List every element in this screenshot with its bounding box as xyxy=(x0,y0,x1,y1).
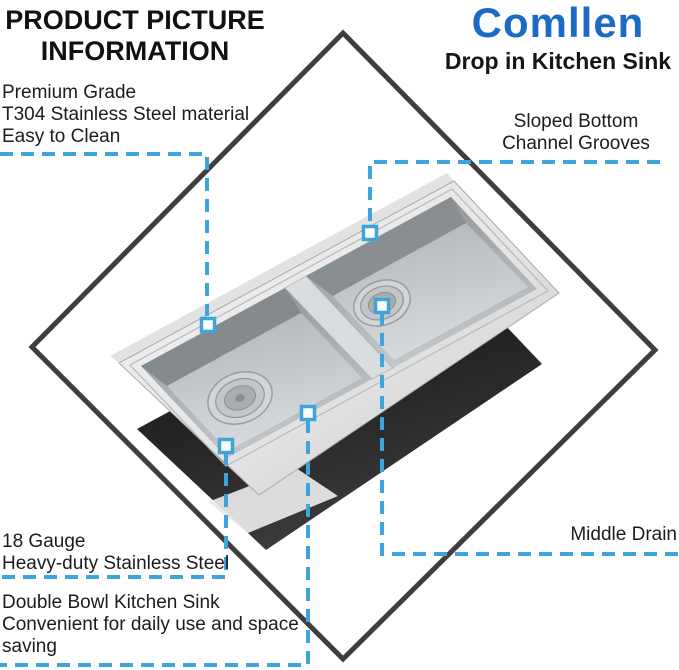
middle-drain-text: Middle Drain xyxy=(570,524,677,545)
callout-marker-gauge xyxy=(217,437,235,455)
sink-bottom-panel xyxy=(208,468,338,533)
diamond-frame xyxy=(28,29,659,663)
callout-line-gauge xyxy=(0,452,228,579)
sink-rim-inner-edge xyxy=(129,188,549,467)
premium-line1: Premium Grade xyxy=(2,82,137,103)
gauge-line1: 18 Gauge xyxy=(2,531,86,552)
callout-label-premium: Premium Grade T304 Stainless Steel mater… xyxy=(2,82,249,148)
double-bowl-line1: Double Bowl Kitchen Sink xyxy=(2,592,220,613)
sink-left-bowl-far-wall xyxy=(141,288,301,386)
callout-markers xyxy=(199,224,391,455)
callout-lines xyxy=(0,152,679,667)
left-drain xyxy=(207,371,273,425)
premium-line3: Easy to Clean xyxy=(2,126,121,147)
gauge-line2: Heavy-duty Stainless Steel xyxy=(2,553,230,574)
double-bowl-line3: saving xyxy=(2,636,57,657)
callout-label-double-bowl: Double Bowl Kitchen Sink Convenient for … xyxy=(2,592,299,658)
brand-logo: Comllen xyxy=(471,0,645,46)
double-bowl-line2: Convenient for daily use and space xyxy=(2,614,299,635)
premium-line2: T304 Stainless Steel material xyxy=(2,104,250,125)
callout-label-middle-drain: Middle Drain xyxy=(470,524,677,546)
callout-line-premium xyxy=(0,152,209,316)
callout-label-gauge: 18 Gauge Heavy-duty Stainless Steel xyxy=(2,531,229,575)
sink-divider xyxy=(284,275,394,380)
sink-right-bowl-far-wall xyxy=(306,197,466,296)
callout-line-double-bowl xyxy=(0,420,310,667)
callout-marker-sloped xyxy=(361,224,379,242)
callout-line-sloped xyxy=(368,160,660,224)
sink-photo xyxy=(110,173,560,550)
page-title-line2: INFORMATION xyxy=(40,36,230,66)
sloped-line1: Sloped Bottom xyxy=(513,111,639,132)
callout-marker-premium xyxy=(199,316,217,334)
callout-marker-middle-drain xyxy=(373,297,391,315)
callout-marker-double-bowl xyxy=(299,404,317,422)
brand-block: Comllen Drop in Kitchen Sink xyxy=(439,0,677,74)
product-name: Drop in Kitchen Sink xyxy=(444,48,672,74)
callout-line-middle-drain xyxy=(380,312,679,556)
sloped-line2: Channel Grooves xyxy=(502,133,650,154)
page-title: PRODUCT PICTURE INFORMATION xyxy=(4,5,266,67)
callout-label-sloped: Sloped Bottom Channel Grooves xyxy=(470,111,679,155)
page-title-line1: PRODUCT PICTURE xyxy=(5,5,265,35)
